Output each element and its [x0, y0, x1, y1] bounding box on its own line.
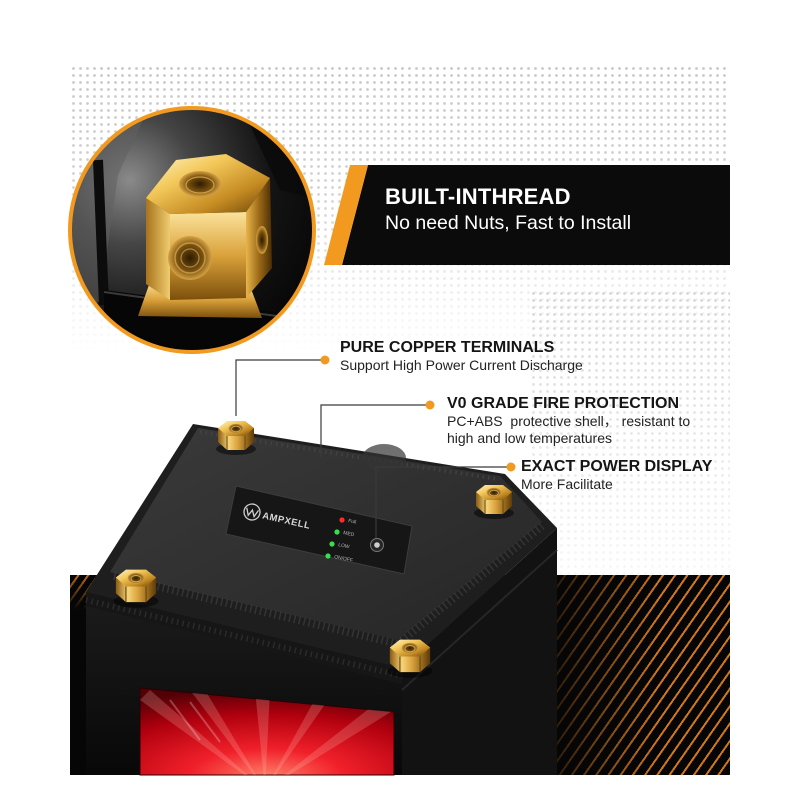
leader-line-fire-protection [320, 404, 430, 458]
power-button [370, 538, 384, 552]
terminal-front-right [387, 639, 433, 679]
callout-title: PURE COPPER TERMINALS [340, 339, 555, 356]
banner-background [342, 165, 730, 265]
leader-line-power-display [375, 466, 511, 538]
feature-banner [324, 165, 730, 265]
leader-lines [235, 355, 516, 538]
terminal-back-right [473, 484, 515, 520]
led-label-on-off: ON/OFF [334, 554, 354, 564]
terminal-closeup [138, 154, 272, 318]
battery-level-indicator: Full MED LOW ON/OFF [325, 517, 357, 564]
battery-right-face [402, 528, 557, 775]
callout-text: Support High Power Current Discharge [340, 357, 583, 373]
terminal-front-left [113, 569, 159, 609]
led-label-full: Full [348, 518, 357, 526]
led-label-med: MED [343, 530, 355, 538]
brand-logo-icon [243, 503, 261, 521]
orange-stripe-pattern [530, 575, 730, 775]
callout-text: PC+ABS protective shell， resistant to [447, 413, 691, 429]
callout-dot-power-display [506, 462, 516, 472]
led-label-low: LOW [338, 542, 351, 550]
terminal-back-left [215, 420, 257, 456]
callout-circle-border [68, 106, 316, 354]
callout-text: high and low temperatures [447, 430, 612, 446]
callout-text: More Facilitate [521, 476, 613, 492]
zoom-callout-circle [68, 106, 316, 354]
power-display-panel: AMPXELL Full MED LOW ON/OFF [225, 485, 413, 575]
callout-power-display: EXACT POWER DISPLAY More Facilitate [521, 458, 712, 493]
banner-accent-stripe [324, 165, 368, 265]
callout-dot-fire-protection [425, 400, 435, 410]
led-on-off [325, 553, 331, 559]
banner-subtitle: No need Nuts, Fast to Install [385, 212, 632, 234]
callout-title: V0 GRADE FIRE PROTECTION [447, 395, 680, 412]
callout-terminals: PURE COPPER TERMINALS Support High Power… [340, 339, 583, 374]
lid-recess [362, 444, 406, 472]
led-low [329, 541, 335, 547]
battery: AMPXELL Full MED LOW ON/OFF [85, 420, 558, 776]
halftone-background-right [530, 290, 730, 575]
banner-title: BUILT-INTHREAD [385, 184, 571, 209]
callout-title: EXACT POWER DISPLAY [521, 458, 713, 475]
led-full [339, 517, 345, 523]
leader-line-terminals [235, 359, 325, 416]
callout-fire-protection: V0 GRADE FIRE PROTECTION PC+ABS protecti… [447, 395, 690, 447]
led-med [334, 529, 340, 535]
callout-dot-terminals [320, 355, 330, 365]
red-label [139, 687, 395, 776]
